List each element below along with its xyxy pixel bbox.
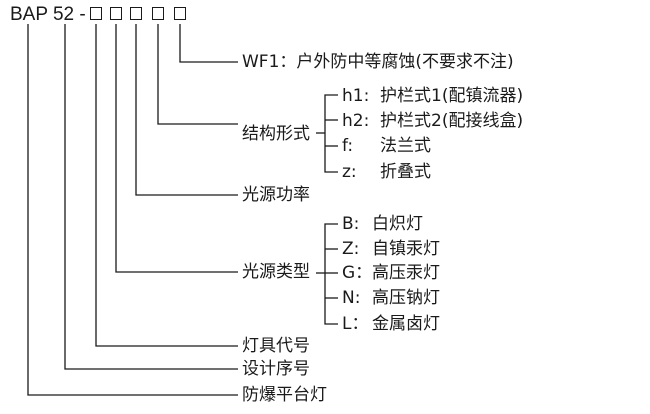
connector-light-type bbox=[115, 24, 238, 273]
connector-wf1 bbox=[179, 24, 238, 63]
light-code: G： bbox=[342, 263, 373, 283]
model-prefix: BAP 52 - bbox=[10, 4, 86, 25]
label-fixture-code: 灯具代号 bbox=[242, 336, 310, 356]
light-code: N: bbox=[342, 288, 361, 308]
connector-structure bbox=[157, 24, 238, 125]
code-box-5 bbox=[174, 7, 186, 20]
code-box-1 bbox=[90, 7, 102, 20]
light-text: 金属卤灯 bbox=[372, 314, 440, 334]
label-power: 光源功率 bbox=[242, 185, 310, 205]
structure-code: h1: bbox=[342, 86, 370, 106]
label-light-type: 光源类型 bbox=[242, 262, 310, 282]
label-wf1: WF1：户外防中等腐蚀(不要求不注) bbox=[242, 52, 514, 72]
connector-design-no bbox=[64, 24, 238, 370]
light-code: B: bbox=[342, 214, 360, 234]
structure-text: 护栏式1(配镇流器) bbox=[380, 86, 524, 106]
light-text: 自镇汞灯 bbox=[372, 239, 440, 259]
connector-power bbox=[135, 24, 238, 196]
structure-text: 法兰式 bbox=[380, 136, 431, 156]
code-box-4 bbox=[152, 7, 164, 20]
code-box-3 bbox=[130, 7, 142, 20]
structure-code: z: bbox=[342, 162, 357, 182]
label-structure: 结构形式 bbox=[242, 124, 310, 144]
label-product: 防爆平台灯 bbox=[242, 385, 327, 405]
connector-fixture-code bbox=[95, 24, 238, 347]
light-code: Z: bbox=[342, 239, 360, 259]
connector-product bbox=[27, 24, 238, 396]
light-code: L： bbox=[342, 314, 369, 334]
structure-text: 折叠式 bbox=[380, 162, 431, 182]
bracket-light bbox=[324, 223, 338, 325]
structure-code: h2: bbox=[342, 111, 370, 131]
bracket-structure bbox=[324, 94, 338, 173]
light-text: 白炽灯 bbox=[372, 214, 423, 234]
structure-code: f: bbox=[342, 136, 354, 156]
label-design-no: 设计序号 bbox=[242, 359, 310, 379]
structure-text: 护栏式2(配接线盒) bbox=[380, 111, 524, 131]
code-box-2 bbox=[110, 7, 122, 20]
light-text: 高压钠灯 bbox=[372, 288, 440, 308]
light-text: 高压汞灯 bbox=[372, 263, 440, 283]
